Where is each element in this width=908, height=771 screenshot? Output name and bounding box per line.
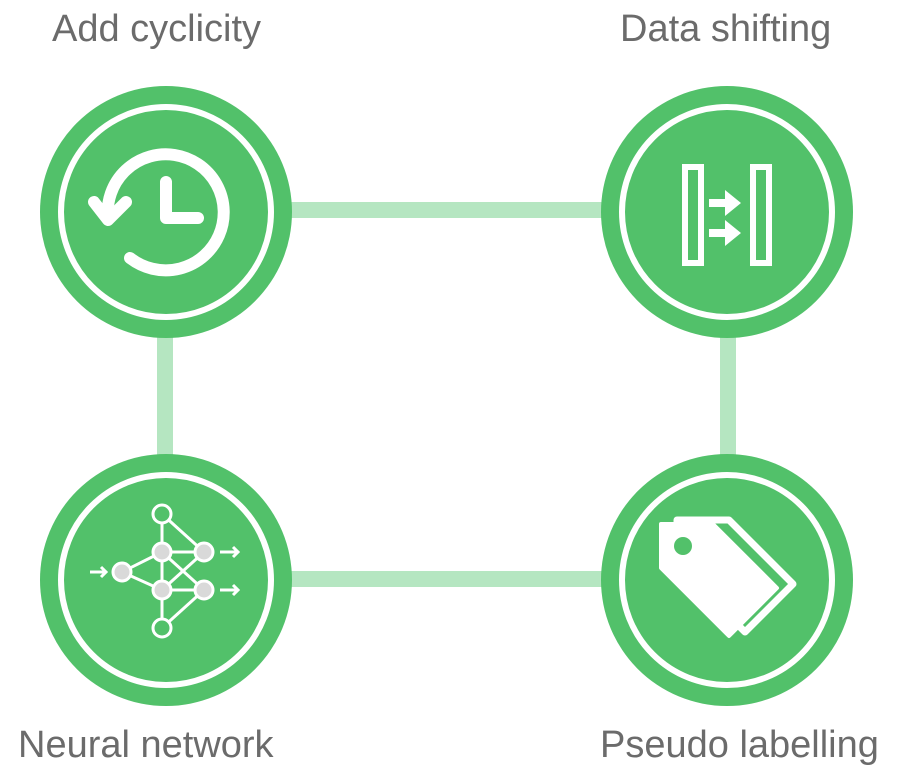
node-neural-network	[40, 454, 292, 706]
history-clock-icon	[88, 148, 230, 277]
tags-icon	[659, 516, 797, 638]
label-data-shifting: Data shifting	[620, 8, 832, 50]
node-add-cyclicity	[40, 86, 292, 338]
node-pseudo-labelling	[601, 454, 853, 706]
connector-right	[720, 320, 736, 470]
data-shift-icon	[682, 164, 772, 266]
label-add-cyclicity: Add cyclicity	[52, 8, 262, 50]
connector-bottom	[270, 571, 630, 587]
neural-network-icon	[90, 503, 241, 639]
label-neural-network: Neural network	[18, 724, 274, 766]
label-pseudo-labelling: Pseudo labelling	[600, 724, 879, 766]
connector-top	[270, 202, 630, 218]
connectors	[157, 202, 736, 587]
node-data-shifting	[601, 86, 853, 338]
connector-left	[157, 320, 173, 470]
